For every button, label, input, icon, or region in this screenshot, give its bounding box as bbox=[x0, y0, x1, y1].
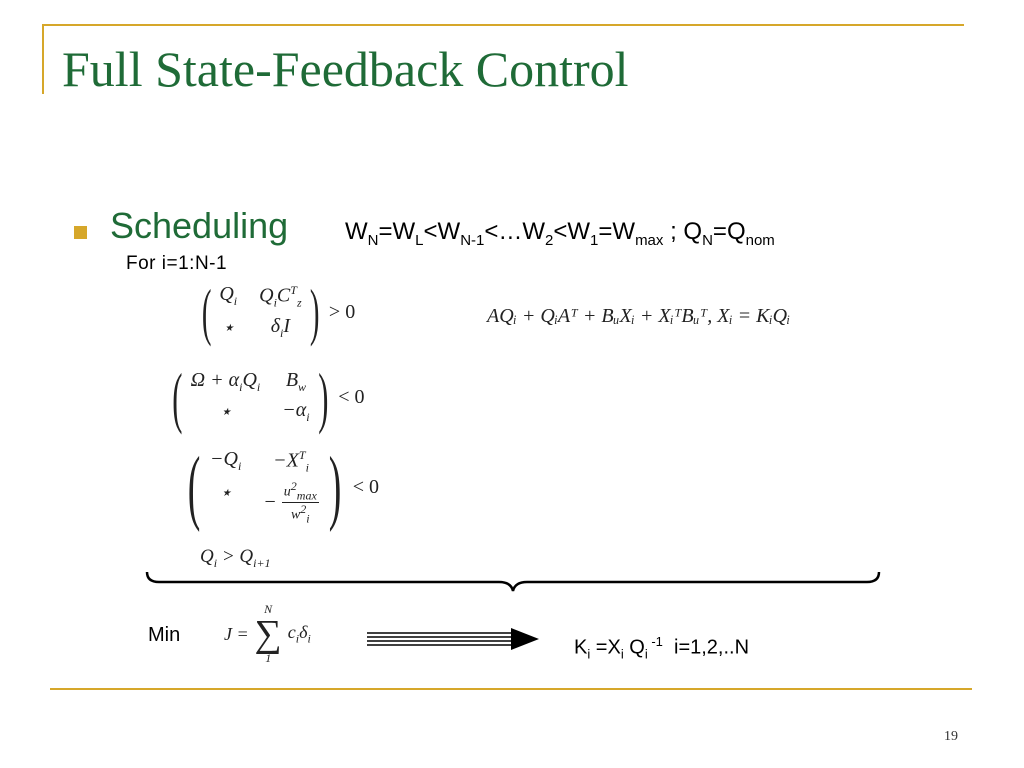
lmi2-d: −αi bbox=[282, 399, 310, 424]
right-paren: ) bbox=[317, 359, 329, 435]
summation: N ∑ 1 bbox=[254, 602, 282, 666]
lmi1-a: Qi bbox=[219, 283, 238, 309]
lmi2-c: ⋆ bbox=[219, 401, 232, 423]
left-paren: ( bbox=[172, 359, 183, 435]
lmi3-relation: < 0 bbox=[352, 475, 380, 498]
top-rule bbox=[42, 24, 964, 26]
cost-term: ciδi bbox=[287, 621, 311, 646]
lmi2-a: Ω + αiQi bbox=[190, 369, 261, 394]
page-number: 19 bbox=[944, 729, 958, 744]
cost-lhs: J = bbox=[224, 623, 249, 644]
loop-range: For i=1:N-1 bbox=[126, 253, 228, 274]
gain-formula: Ki =Xi Qi -1 i=1,2,..N bbox=[574, 634, 750, 662]
lmi3-b: −XTi bbox=[273, 448, 309, 475]
right-paren: ) bbox=[309, 276, 320, 347]
q-ordering: Qi > Qi+1 bbox=[200, 546, 271, 570]
lmi1-c: ⋆ bbox=[221, 316, 235, 339]
right-paren: ) bbox=[328, 440, 342, 533]
lmi3-a: −Qi bbox=[209, 448, 242, 474]
lmi1-relation: > 0 bbox=[328, 300, 356, 323]
implication-arrow-icon bbox=[367, 628, 539, 650]
lmi1-b: QiCTz bbox=[259, 283, 302, 310]
weight-ordering: WN=WL<WN-1<…W2<W1=Wmax ; QN=Qnom bbox=[345, 218, 775, 249]
lyapunov-expression: AQᵢ + QᵢAᵀ + BᵤXᵢ + XᵢᵀBᵤᵀ, Xᵢ = KᵢQᵢ bbox=[487, 305, 791, 327]
left-paren: ( bbox=[201, 276, 212, 347]
bottom-rule bbox=[50, 688, 972, 690]
lmi-matrix-2: ( Ω + αiQi Bw ⋆ −αi ) < 0 bbox=[166, 359, 365, 435]
sigma-icon: ∑ bbox=[254, 613, 282, 655]
lmi3-c: ⋆ bbox=[219, 481, 232, 504]
left-rule bbox=[42, 24, 44, 94]
slide-title: Full State-Feedback Control bbox=[62, 41, 629, 97]
lmi-matrix-1: ( Qi QiCTz ⋆ δiI ) > 0 bbox=[196, 280, 355, 344]
curly-brace-icon bbox=[145, 571, 881, 592]
lmi1-d: δiI bbox=[270, 314, 291, 340]
left-paren: ( bbox=[187, 440, 201, 533]
bullet-square-icon bbox=[74, 226, 87, 239]
bullet-heading: Scheduling bbox=[110, 205, 289, 246]
lmi2-relation: < 0 bbox=[338, 385, 365, 408]
lmi2-b: Bw bbox=[285, 369, 307, 394]
min-label: Min bbox=[148, 624, 181, 646]
cost-function: J = N ∑ 1 ciδi bbox=[224, 602, 311, 666]
